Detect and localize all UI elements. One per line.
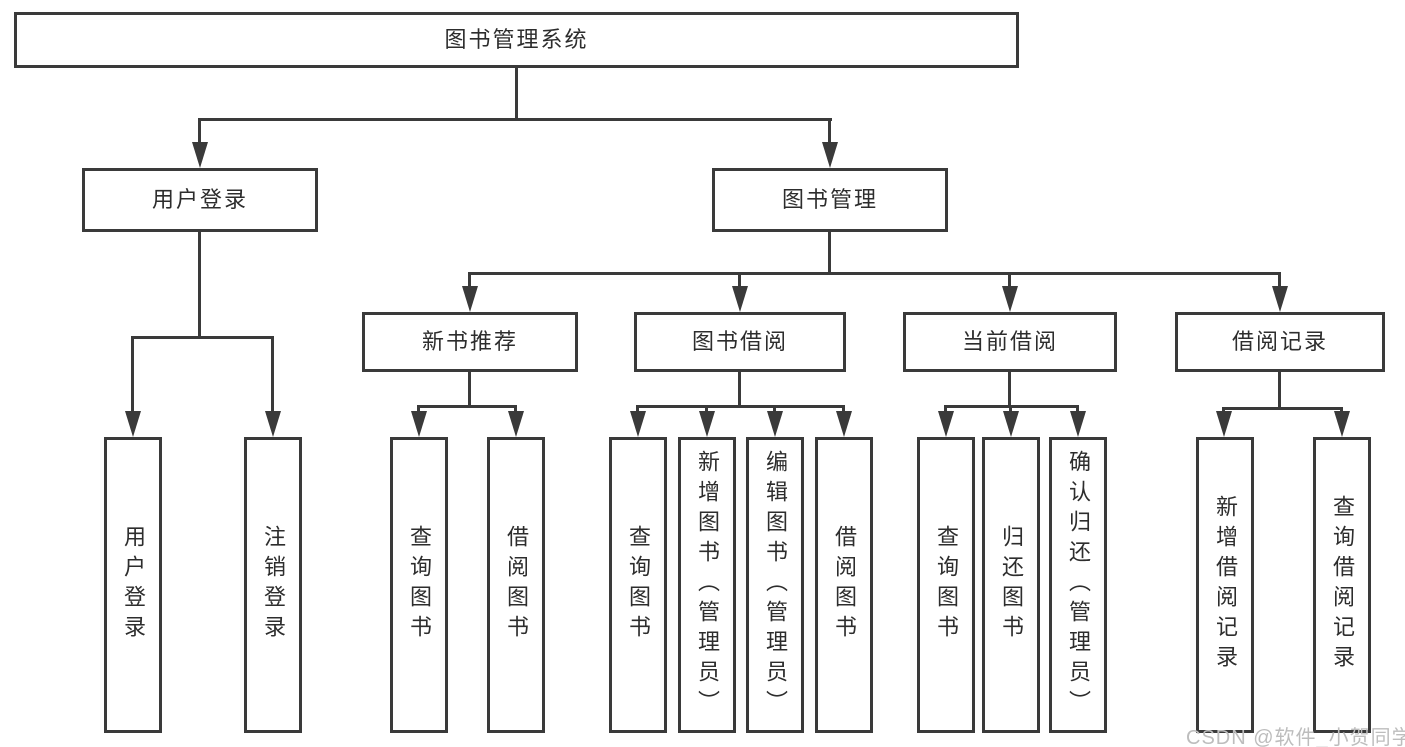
node-logout-leaf: 注销登录 xyxy=(244,437,302,733)
node-cb-query-books: 查询图书 xyxy=(917,437,975,733)
node-cb-confirm-return-admin-label: 确认归还（管理员） xyxy=(1066,450,1091,720)
node-nb-query-books: 查询图书 xyxy=(390,437,448,733)
arrow-down-icon xyxy=(1002,286,1018,312)
connector-line xyxy=(636,405,639,415)
node-cb-return-books: 归还图书 xyxy=(982,437,1040,733)
arrow-down-icon xyxy=(1216,411,1232,437)
connector-line xyxy=(468,272,1281,275)
node-bb-query-books-label: 查询图书 xyxy=(626,525,651,645)
connector-line xyxy=(131,336,134,414)
node-nb-borrow-books-label: 借阅图书 xyxy=(504,525,529,645)
connector-line xyxy=(132,336,274,339)
connector-line xyxy=(738,372,741,405)
connector-line xyxy=(1076,405,1079,415)
node-root: 图书管理系统 xyxy=(14,12,1019,68)
connector-line xyxy=(417,405,420,415)
connector-line xyxy=(828,118,831,144)
arrow-down-icon xyxy=(411,411,427,437)
arrow-down-icon xyxy=(836,411,852,437)
connector-line xyxy=(636,405,845,408)
connector-line xyxy=(1278,272,1281,288)
node-borrow-records-label: 借阅记录 xyxy=(1231,329,1328,354)
node-book-mgmt: 图书管理 xyxy=(712,168,948,232)
connector-line xyxy=(468,372,471,405)
node-bb-query-books: 查询图书 xyxy=(609,437,667,733)
node-user-login-leaf: 用户登录 xyxy=(104,437,162,733)
node-br-query-record: 查询借阅记录 xyxy=(1313,437,1371,733)
connector-line xyxy=(468,272,471,288)
node-bb-borrow-books: 借阅图书 xyxy=(815,437,873,733)
arrow-down-icon xyxy=(462,286,478,312)
arrow-down-icon xyxy=(265,411,281,437)
connector-line xyxy=(842,405,845,415)
arrow-down-icon xyxy=(1003,411,1019,437)
node-bb-add-books-admin-label: 新增图书（管理员） xyxy=(695,450,720,720)
node-current-borrow-label: 当前借阅 xyxy=(961,329,1058,354)
node-current-borrow: 当前借阅 xyxy=(903,312,1117,372)
arrow-down-icon xyxy=(767,411,783,437)
arrow-down-icon xyxy=(125,411,141,437)
connector-line xyxy=(1009,405,1012,415)
node-cb-return-books-label: 归还图书 xyxy=(999,525,1024,645)
arrow-down-icon xyxy=(1272,286,1288,312)
node-user-login-leaf-label: 用户登录 xyxy=(121,525,146,645)
connector-line xyxy=(705,405,708,415)
arrow-down-icon xyxy=(508,411,524,437)
connector-line xyxy=(198,118,201,144)
node-new-book-rec-label: 新书推荐 xyxy=(421,329,518,354)
arrow-down-icon xyxy=(192,142,208,168)
connector-line xyxy=(417,405,517,408)
node-new-book-rec: 新书推荐 xyxy=(362,312,578,372)
connector-line xyxy=(198,232,201,336)
node-book-borrow: 图书借阅 xyxy=(634,312,846,372)
node-bb-borrow-books-label: 借阅图书 xyxy=(832,525,857,645)
connector-line xyxy=(944,405,947,415)
connector-line xyxy=(1008,372,1011,405)
node-bb-add-books-admin: 新增图书（管理员） xyxy=(678,437,736,733)
connector-line xyxy=(199,118,832,121)
arrow-down-icon xyxy=(1334,411,1350,437)
node-br-add-record: 新增借阅记录 xyxy=(1196,437,1254,733)
node-borrow-records: 借阅记录 xyxy=(1175,312,1385,372)
connector-line xyxy=(1008,272,1011,288)
node-bb-edit-books-admin: 编辑图书（管理员） xyxy=(746,437,804,733)
node-book-mgmt-label: 图书管理 xyxy=(781,187,878,212)
arrow-down-icon xyxy=(822,142,838,168)
connector-line xyxy=(1222,407,1343,410)
node-bb-edit-books-admin-label: 编辑图书（管理员） xyxy=(763,450,788,720)
node-book-borrow-label: 图书借阅 xyxy=(691,329,788,354)
node-user-login-label: 用户登录 xyxy=(151,187,248,212)
arrow-down-icon xyxy=(699,411,715,437)
connector-line xyxy=(738,272,741,288)
connector-line xyxy=(1278,372,1281,407)
node-root-label: 图书管理系统 xyxy=(444,27,589,52)
connector-line xyxy=(514,405,517,415)
connector-line xyxy=(828,232,831,272)
node-br-add-record-label: 新增借阅记录 xyxy=(1213,495,1238,675)
node-nb-borrow-books: 借阅图书 xyxy=(487,437,545,733)
connector-line xyxy=(773,405,776,415)
arrow-down-icon xyxy=(938,411,954,437)
node-cb-query-books-label: 查询图书 xyxy=(934,525,959,645)
watermark: CSDN @软件_小贺同学 xyxy=(1186,727,1405,747)
arrow-down-icon xyxy=(732,286,748,312)
connector-line xyxy=(515,68,518,118)
node-logout-leaf-label: 注销登录 xyxy=(261,525,286,645)
arrow-down-icon xyxy=(1070,411,1086,437)
arrow-down-icon xyxy=(630,411,646,437)
node-br-query-record-label: 查询借阅记录 xyxy=(1330,495,1355,675)
node-cb-confirm-return-admin: 确认归还（管理员） xyxy=(1049,437,1107,733)
node-user-login: 用户登录 xyxy=(82,168,318,232)
node-nb-query-books-label: 查询图书 xyxy=(407,525,432,645)
connector-line xyxy=(271,336,274,414)
